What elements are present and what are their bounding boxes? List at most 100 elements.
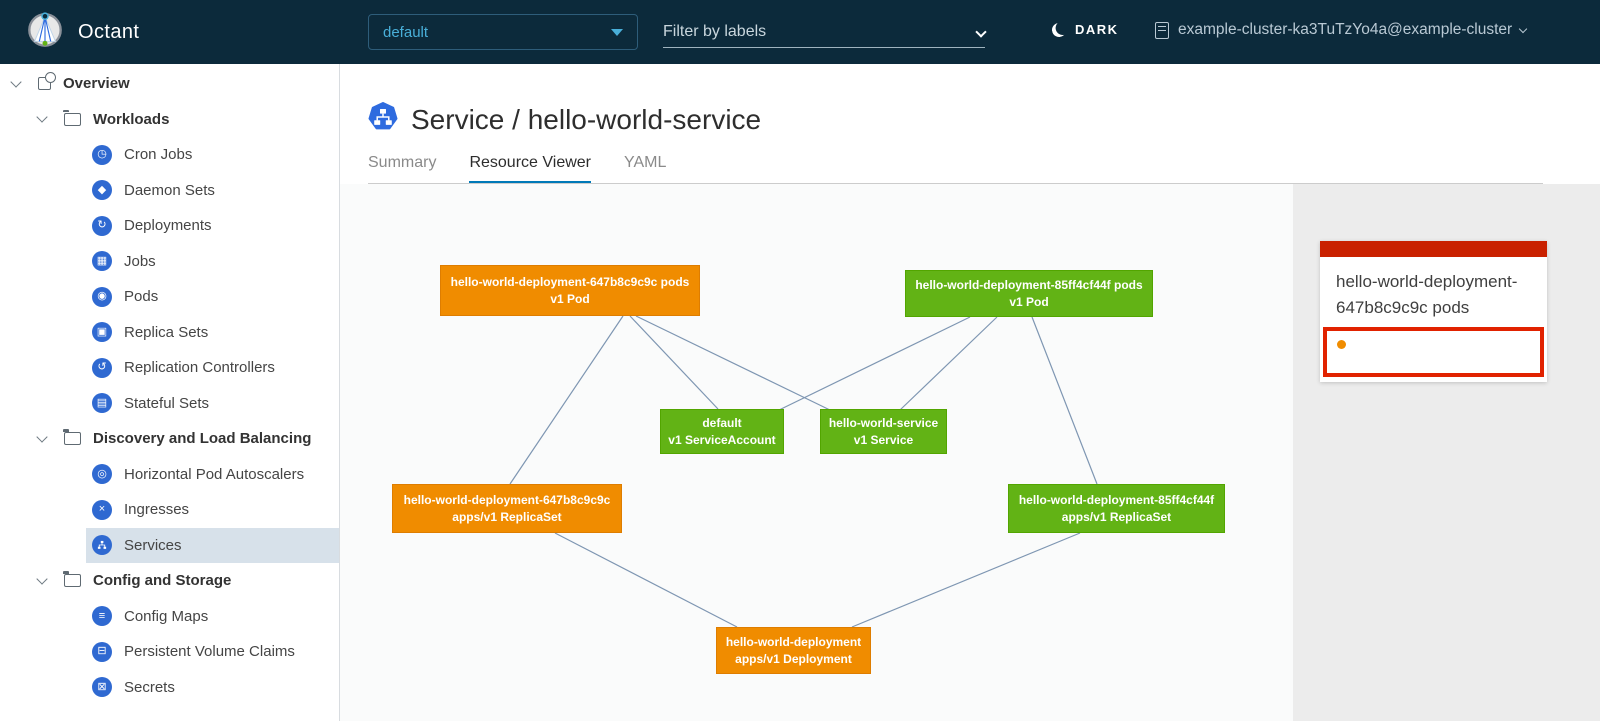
chevron-down-icon[interactable] [36,111,48,123]
cluster-selector[interactable]: example-cluster-ka3TuTzYo4a@example-clus… [1155,21,1528,39]
sidebar-item-label: Daemon Sets [124,181,215,199]
graph-edge [509,315,624,485]
page-header: Service / hello-world-service [368,102,761,137]
filter-chevron-down-icon[interactable] [975,25,987,38]
sidebar-item-label: Replica Sets [124,323,209,341]
sidebar-item-label: Overview [63,75,130,93]
sidebar-item-config-and-storage[interactable]: Config and Storage [0,563,339,599]
sidebar-item-label: Stateful Sets [124,394,210,412]
node-kind: apps/v1 ReplicaSet [1061,509,1172,524]
tab-yaml[interactable]: YAML [624,154,667,171]
chevron-down-icon[interactable] [36,431,48,443]
octant-logo-icon [26,11,64,54]
dark-mode-toggle[interactable]: DARK [1052,22,1119,37]
tab-resource-viewer[interactable]: Resource Viewer [469,154,591,184]
chevron-down-icon[interactable] [10,76,22,88]
node-name: hello-world-deployment-85ff4cf44f [1018,493,1215,508]
secrets-icon: ⊠ [92,677,112,698]
dark-mode-label: DARK [1075,22,1119,37]
moon-icon [1050,21,1067,38]
sidebar-item-horizontal-pod-autoscalers[interactable]: ◎ Horizontal Pod Autoscalers [86,457,339,493]
sidebar-item-label: Discovery and Load Balancing [93,430,312,448]
node-name: hello-world-deployment-647b8c9c9c pods [450,275,690,290]
sidebar-item-cron-jobs[interactable]: ◷ Cron Jobs [86,137,339,173]
sidebar-item-ingresses[interactable]: × Ingresses [86,492,339,528]
sidebar-item-label: Cron Jobs [124,146,193,164]
sidebar-item-workloads[interactable]: Workloads [0,102,339,138]
node-kind: v1 ServiceAccount [668,432,776,447]
sidebar-item-label: Workloads [93,110,170,128]
jobs-icon: ▦ [92,251,112,272]
replication-controllers-icon: ↺ [92,357,112,378]
sidebar-item-label: Horizontal Pod Autoscalers [124,465,305,483]
daemon-sets-icon: ◆ [92,180,112,201]
card-status-bar [1320,241,1547,257]
sidebar-item-replication-controllers[interactable]: ↺Replication Controllers [86,350,339,386]
node-kind: v1 Pod [550,291,590,306]
stateful-sets-icon: ▤ [92,393,112,414]
card-title: hello-world-deployment-647b8c9c9c pods [1336,272,1518,317]
node-kind: apps/v1 ReplicaSet [452,509,562,524]
card-selected-status-box[interactable] [1323,327,1544,377]
cluster-selector-value: example-cluster-ka3TuTzYo4a@example-clus… [1178,21,1513,38]
replica-sets-icon: ▣ [92,322,112,343]
sidebar-item-services[interactable]: Services [86,527,339,563]
node-kind: v1 Service [853,432,914,447]
node-name: hello-world-service [828,416,939,431]
sidebar-item-replica-sets[interactable]: ▣ Replica Sets [86,315,339,351]
namespace-dropdown[interactable]: default [368,14,638,50]
sidebar-item-overview[interactable]: Overview [0,66,339,102]
horizontal-pod-autoscalers-icon: ◎ [92,464,112,485]
sidebar-item-daemon-sets[interactable]: ◆ Daemon Sets [86,173,339,209]
node-kind: apps/v1 Deployment [735,651,852,666]
tab-summary[interactable]: Summary [368,154,437,171]
sidebar-item-stateful-sets[interactable]: ▤ Stateful Sets [86,386,339,422]
node-name: default [702,416,742,431]
tab-divider [368,183,1543,184]
sidebar-item-label: Ingresses [124,501,190,519]
graph-edge [629,315,719,410]
sidebar-item-label: Deployments [124,217,212,235]
app-header: Octant default DARK example-cluster-ka3T… [0,0,1600,64]
detail-side-panel: hello-world-deployment-647b8c9c9c pods [1293,184,1600,721]
sidebar-item-label: Persistent Volume Claims [124,643,295,661]
pods-icon: ◉ [92,286,112,307]
node-kind: v1 Pod [1009,294,1049,309]
dropdown-caret-icon [611,28,623,36]
sidebar-item-persistent-volume-claims[interactable]: ⊟Persistent Volume Claims [86,634,339,670]
pod-status-dot-icon [1337,340,1346,349]
sidebar-item-secrets[interactable]: ⊠Secrets [86,670,339,706]
graph-edge [554,532,738,628]
service-icon [368,102,398,137]
sidebar-item-deployments[interactable]: ↻ Deployments [86,208,339,244]
label-filter-input[interactable] [663,22,977,41]
chevron-down-icon[interactable] [36,573,48,585]
sidebar-item-discovery-and-load-balancing[interactable]: Discovery and Load Balancing [0,421,339,457]
cron-jobs-icon: ◷ [92,144,112,165]
sidebar-item-jobs[interactable]: ▦ Jobs [86,244,339,280]
graph-edge [635,315,833,412]
config-maps-icon: ≡ [92,606,112,627]
selected-node-card: hello-world-deployment-647b8c9c9c pods [1320,241,1547,382]
sidebar-item-label: Jobs [124,252,156,270]
tab-bar: Summary Resource Viewer YAML [368,154,699,184]
sidebar-item-label: Pods [124,288,159,306]
app-title: Octant [78,21,140,43]
sidebar-item-config-maps[interactable]: ≡ Config Maps [86,599,339,635]
ingresses-icon: × [92,499,112,520]
sidebar-item-pods[interactable]: ◉ Pods [86,279,339,315]
deployments-icon: ↻ [92,215,112,236]
main-content: Service / hello-world-service Summary Re… [340,64,1600,721]
graph-edge [899,316,998,411]
sidebar-item-label: Config Maps [124,607,209,625]
node-name: hello-world-deployment-85ff4cf44f pods [915,278,1143,293]
